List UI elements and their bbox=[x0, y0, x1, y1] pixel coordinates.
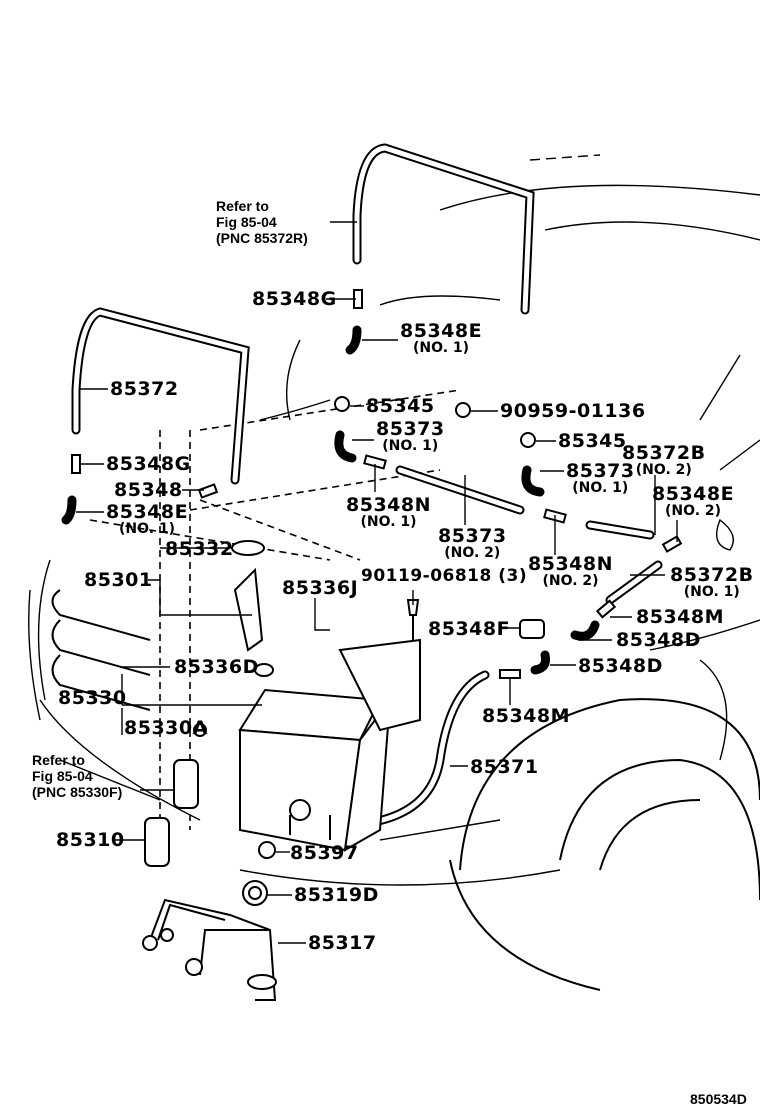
part-number: 85348D bbox=[616, 629, 701, 651]
part-number: 85373 bbox=[376, 418, 445, 440]
part-note: (NO. 2) bbox=[665, 503, 722, 519]
part-note: (NO. 1) bbox=[572, 480, 629, 496]
part-label[interactable]: 85348N(NO. 1) bbox=[346, 494, 432, 530]
part-label[interactable]: 85348F bbox=[428, 620, 510, 639]
part-note: (NO. 2) bbox=[635, 462, 692, 478]
reference-line1: Refer to bbox=[216, 198, 269, 214]
part-number: 85373 bbox=[438, 525, 507, 547]
part-number: 85372B bbox=[670, 564, 754, 586]
part-number: 85348G bbox=[106, 453, 191, 475]
part-number: 90959-01136 bbox=[500, 400, 646, 422]
part-number: 85348N bbox=[528, 553, 614, 575]
vehicle-body-outline bbox=[28, 154, 760, 991]
part-label[interactable]: 85301 bbox=[84, 571, 153, 590]
part-note: (NO. 1) bbox=[382, 438, 439, 454]
part-number: 85332 bbox=[165, 538, 234, 560]
part-label[interactable]: 85397 bbox=[290, 844, 359, 863]
reference-note-motor: Refer to Fig 85-04 (PNC 85330F) bbox=[32, 752, 122, 800]
part-number: 85336D bbox=[174, 656, 259, 678]
part-label[interactable]: 85330 bbox=[58, 689, 127, 708]
hoses bbox=[61, 143, 663, 830]
part-label[interactable]: 85348M bbox=[636, 608, 724, 627]
part-label[interactable]: 85348D bbox=[616, 631, 701, 650]
reference-line3: (PNC 85372R) bbox=[216, 230, 308, 246]
part-label[interactable]: 85373(NO. 2) bbox=[438, 525, 507, 561]
part-note: (NO. 1) bbox=[413, 340, 470, 356]
part-number: 85372 bbox=[110, 378, 179, 400]
part-number: 85348N bbox=[346, 494, 432, 516]
part-number: 85348F bbox=[428, 618, 511, 640]
part-number: 85348E bbox=[106, 501, 189, 523]
part-label[interactable]: 85332 bbox=[165, 540, 234, 559]
part-label[interactable]: 85336D bbox=[174, 658, 259, 677]
part-label[interactable]: 85317 bbox=[308, 934, 377, 953]
part-number: 85319D bbox=[294, 884, 379, 906]
part-label[interactable]: 85348N(NO. 2) bbox=[528, 553, 614, 589]
reference-note-hose: Refer to Fig 85-04 (PNC 85372R) bbox=[216, 198, 308, 246]
part-number: 85372B bbox=[622, 442, 706, 464]
part-label[interactable]: 85348D bbox=[578, 657, 663, 676]
part-label[interactable]: 85348G bbox=[106, 455, 191, 474]
diagram-code: 850534D bbox=[690, 1091, 747, 1107]
part-number: 85345 bbox=[558, 430, 627, 452]
part-label[interactable]: 85373(NO. 1) bbox=[376, 418, 445, 454]
part-label[interactable]: 90959-01136 bbox=[500, 402, 646, 421]
part-number: 85348 bbox=[114, 479, 183, 501]
part-number: 85397 bbox=[290, 842, 359, 864]
part-number: 85336J bbox=[282, 577, 359, 599]
part-note: (NO. 1) bbox=[119, 521, 176, 537]
part-number: 85348M bbox=[636, 606, 725, 628]
part-number: 85345 bbox=[366, 395, 435, 417]
part-number: 85348E bbox=[400, 320, 483, 342]
part-note: (NO. 1) bbox=[683, 584, 740, 600]
part-note: (NO. 2) bbox=[444, 545, 501, 561]
part-number: 85348D bbox=[578, 655, 663, 677]
part-label[interactable]: 85372B(NO. 2) bbox=[622, 442, 706, 478]
leader-lines bbox=[76, 221, 678, 944]
part-note: (NO. 2) bbox=[542, 573, 599, 589]
part-label[interactable]: 85310 bbox=[56, 831, 125, 850]
part-number: 90119-06818 (3) bbox=[361, 566, 528, 586]
part-label[interactable]: 85348E(NO. 1) bbox=[106, 501, 189, 537]
pump-motors bbox=[144, 759, 276, 906]
part-label[interactable]: 85348E(NO. 2) bbox=[652, 483, 735, 519]
part-number: 85371 bbox=[470, 756, 539, 778]
part-label[interactable]: 85348M bbox=[482, 707, 570, 726]
part-number: 85330A bbox=[124, 717, 208, 739]
part-number: 85348M bbox=[482, 705, 571, 727]
part-number: 85317 bbox=[308, 932, 377, 954]
part-label[interactable]: 85371 bbox=[470, 758, 539, 777]
reference-line2: Fig 85-04 bbox=[32, 768, 93, 784]
part-number: 85310 bbox=[56, 829, 125, 851]
part-label[interactable]: 85348G bbox=[252, 290, 337, 309]
wire-harness bbox=[142, 898, 277, 1001]
part-label[interactable]: 85345 bbox=[366, 397, 435, 416]
part-number: 85373 bbox=[566, 460, 635, 482]
part-label[interactable]: 85336J bbox=[282, 579, 358, 598]
part-note: (NO. 1) bbox=[360, 514, 417, 530]
part-number: 85348G bbox=[252, 288, 337, 310]
part-label[interactable]: 85348E(NO. 1) bbox=[400, 320, 483, 356]
part-label[interactable]: 85348 bbox=[114, 481, 183, 500]
part-label[interactable]: 85372B(NO. 1) bbox=[670, 564, 754, 600]
part-label[interactable]: 85330A bbox=[124, 719, 208, 738]
reference-line3: (PNC 85330F) bbox=[32, 784, 123, 800]
part-label[interactable]: 85345 bbox=[558, 432, 627, 451]
washer-tank bbox=[193, 540, 421, 852]
reference-line2: Fig 85-04 bbox=[216, 214, 277, 230]
reference-line1: Refer to bbox=[32, 752, 85, 768]
part-label[interactable]: 90119-06818 (3) bbox=[361, 568, 527, 585]
part-label[interactable]: 85372 bbox=[110, 380, 179, 399]
part-number: 85348E bbox=[652, 483, 735, 505]
part-number: 85330 bbox=[58, 687, 127, 709]
part-label[interactable]: 85319D bbox=[294, 886, 379, 905]
part-number: 85301 bbox=[84, 569, 153, 591]
part-label[interactable]: 85373(NO. 1) bbox=[566, 460, 635, 496]
